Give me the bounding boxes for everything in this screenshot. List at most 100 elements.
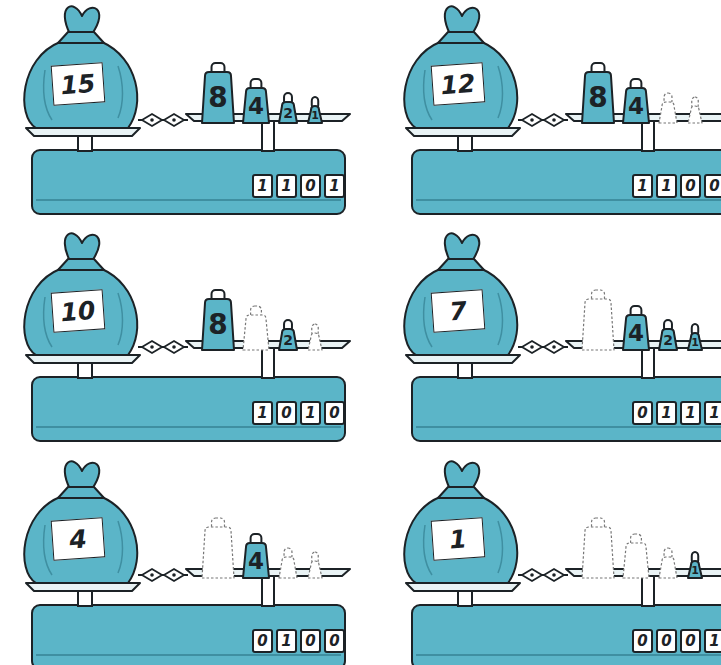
binary-digit: 1 xyxy=(704,401,721,425)
bag-label: 12 xyxy=(431,62,486,106)
binary-digit: 0 xyxy=(632,401,653,425)
binary-digit: 1 xyxy=(276,629,297,653)
pointer-dot xyxy=(172,345,176,349)
bag-top xyxy=(445,6,479,34)
binary-digit: 1 xyxy=(252,174,273,198)
bag-top xyxy=(65,461,99,489)
bag-body xyxy=(404,497,517,583)
empty-weight-outline xyxy=(279,557,297,578)
pointer xyxy=(142,569,162,581)
bag-label: 7 xyxy=(431,289,486,333)
binary-digit: 1 xyxy=(656,401,677,425)
empty-weight xyxy=(659,548,677,578)
bag-top xyxy=(65,233,99,261)
left-pan xyxy=(406,583,520,591)
weight-body xyxy=(623,88,649,123)
pointer-dot xyxy=(530,118,534,122)
binary-digit: 1 xyxy=(680,401,701,425)
bag-weight-value: 12 xyxy=(440,70,476,97)
scale-base xyxy=(32,605,345,665)
bit-value: 1 xyxy=(281,634,291,649)
pointer xyxy=(544,569,564,581)
empty-weight-outline xyxy=(659,557,677,578)
weight-body xyxy=(308,106,322,123)
left-pan xyxy=(406,355,520,363)
pointer-dot xyxy=(530,345,534,349)
weight: 1 xyxy=(686,323,704,351)
weight-value: 4 xyxy=(248,550,264,573)
bag-label: 10 xyxy=(51,289,106,333)
bag-top xyxy=(65,6,99,34)
weight-body xyxy=(243,543,269,578)
scale-base xyxy=(32,377,345,441)
bit-value: 0 xyxy=(257,634,267,649)
base-shade xyxy=(416,199,721,201)
binary-digit: 0 xyxy=(680,174,701,198)
empty-weight xyxy=(279,548,297,578)
empty-weight-outline xyxy=(623,543,649,578)
binary-digit: 1 xyxy=(252,401,273,425)
bit-value: 1 xyxy=(329,179,339,194)
weight-body xyxy=(688,561,702,578)
pointer xyxy=(522,569,542,581)
balance-scale xyxy=(404,233,721,441)
binary-digit: 0 xyxy=(252,629,273,653)
empty-weight-outline xyxy=(688,106,702,123)
bit-value: 1 xyxy=(257,179,267,194)
binary-digit: 0 xyxy=(704,174,721,198)
bit-value: 1 xyxy=(709,634,719,649)
pointer xyxy=(522,114,542,126)
bag-body xyxy=(24,42,137,128)
balance-scale xyxy=(24,6,350,214)
binary-digit: 1 xyxy=(276,174,297,198)
pan-post xyxy=(642,347,654,378)
bit-value: 0 xyxy=(305,179,315,194)
weight-body xyxy=(623,315,649,350)
weight-value: 4 xyxy=(248,95,264,118)
bit-value: 0 xyxy=(281,406,291,421)
weight-value: 2 xyxy=(283,106,293,120)
binary-digit: 1 xyxy=(656,174,677,198)
pointer-dot xyxy=(552,345,556,349)
binary-digit: 1 xyxy=(324,174,345,198)
bit-value: 1 xyxy=(281,179,291,194)
empty-weight-outline xyxy=(308,561,322,578)
base-shade xyxy=(36,426,341,428)
weight-value: 4 xyxy=(628,322,644,345)
bag-weight-value: 7 xyxy=(448,298,467,324)
empty-weight-outline xyxy=(243,315,269,350)
weight: 1 xyxy=(686,551,704,579)
bag-tie xyxy=(58,259,104,270)
weight-body xyxy=(202,299,234,350)
pointer-dot xyxy=(150,345,154,349)
left-pan xyxy=(406,128,520,136)
weight-value: 4 xyxy=(628,95,644,118)
pan-post xyxy=(262,347,274,378)
balance-scale xyxy=(404,6,721,214)
pan-post xyxy=(642,575,654,606)
binary-digit: 1 xyxy=(704,629,721,653)
bit-value: 0 xyxy=(709,179,719,194)
bit-value: 0 xyxy=(685,634,695,649)
bag-body xyxy=(404,269,517,355)
pointer-dot xyxy=(530,573,534,577)
pointer xyxy=(544,341,564,353)
weight: 2 xyxy=(277,92,299,124)
weight: 8 xyxy=(200,62,236,124)
bit-value: 1 xyxy=(257,406,267,421)
weight-value: 1 xyxy=(691,565,699,576)
pointer xyxy=(142,341,162,353)
scale-base xyxy=(32,150,345,214)
bag-weight-value: 15 xyxy=(60,70,96,97)
weight-body xyxy=(243,88,269,123)
bag-label: 4 xyxy=(51,517,106,561)
bag-weight-value: 10 xyxy=(60,297,96,324)
weight: 4 xyxy=(241,533,271,579)
empty-weight xyxy=(688,97,702,123)
empty-weight xyxy=(202,518,234,578)
weight-value: 8 xyxy=(588,84,607,112)
empty-weight-outline xyxy=(202,527,234,578)
weight-body xyxy=(688,333,702,350)
scale-base xyxy=(412,150,721,214)
empty-weight-outline xyxy=(659,102,677,123)
